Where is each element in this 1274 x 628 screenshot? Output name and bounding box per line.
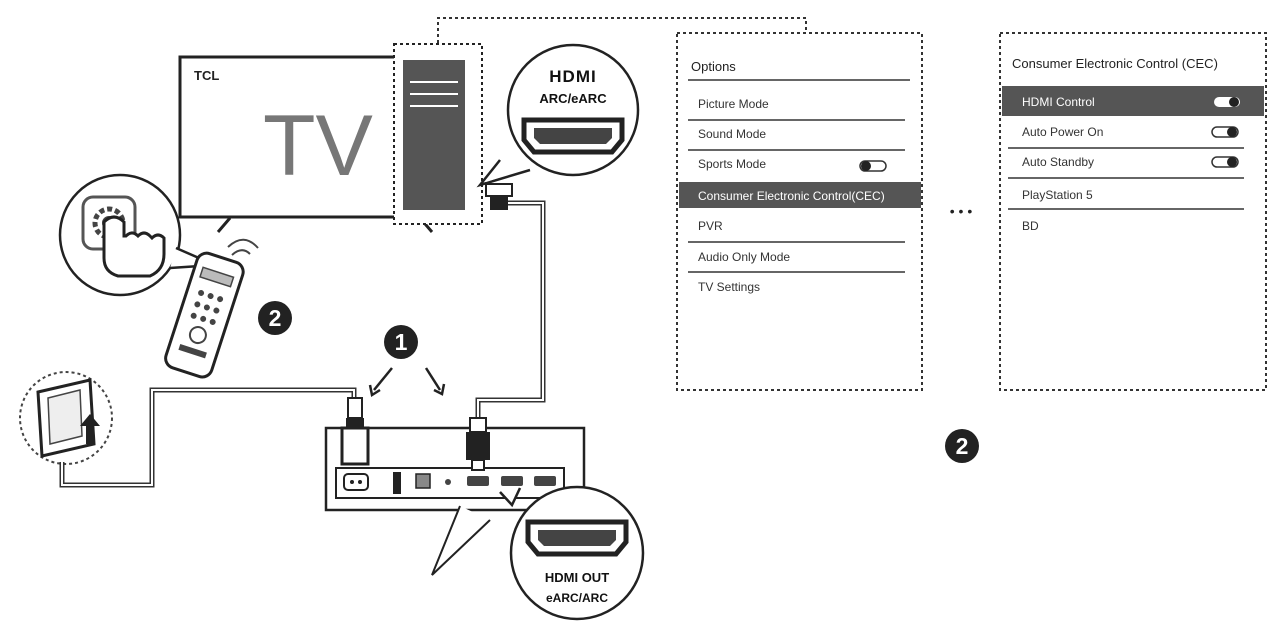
svg-text:PlayStation 5: PlayStation 5 (1022, 188, 1093, 202)
svg-text:Auto Standby: Auto Standby (1022, 155, 1094, 169)
svg-text:Audio Only Mode: Audio Only Mode (698, 250, 790, 264)
options-menu: Options Picture Mode Sound Mode Sports M… (676, 32, 923, 391)
svg-text:PVR: PVR (698, 219, 723, 233)
toggle-off-icon[interactable] (859, 160, 887, 172)
svg-text:BD: BD (1022, 219, 1039, 233)
cec-item-playstation-5[interactable]: PlayStation 5 (1008, 188, 1244, 210)
svg-text:Consumer Electronic Control(CE: Consumer Electronic Control(CEC) (698, 189, 885, 203)
arrow-up-icon (80, 414, 100, 444)
toggle-on-icon[interactable] (1211, 126, 1239, 138)
cec-item-bd[interactable]: BD (1022, 219, 1039, 233)
hdmi-out-earc-label: eARC/ARC (546, 591, 608, 605)
step-badge-2-menu: 2 (945, 429, 979, 463)
hdmi-plug-soundbar (466, 417, 490, 471)
hdmi-out-label: HDMI OUT (545, 570, 609, 585)
menu-item-picture-mode[interactable]: Picture Mode (688, 97, 905, 121)
svg-text:2: 2 (956, 433, 969, 459)
arrow-to-power-port (373, 367, 393, 391)
menu-item-sound-mode[interactable]: Sound Mode (688, 127, 905, 151)
toggle-on-icon[interactable] (1214, 97, 1240, 107)
pointing-hand-icon (102, 215, 166, 278)
menu-item-audio-only-mode[interactable]: Audio Only Mode (688, 250, 905, 273)
tv-label: TV (263, 98, 373, 194)
hdmi-port-icon-out (525, 519, 629, 557)
arrow-to-hdmi-port (424, 367, 442, 391)
options-menu-title: Options (691, 59, 736, 74)
svg-text:Sports Mode: Sports Mode (698, 157, 766, 171)
tv-brand: TCL (194, 68, 219, 83)
cec-item-auto-standby[interactable]: Auto Standby (1008, 155, 1244, 179)
svg-text:Picture Mode: Picture Mode (698, 97, 769, 111)
hdmi-plug-tv (485, 183, 513, 210)
svg-text:1: 1 (395, 329, 408, 355)
svg-text:Auto Power On: Auto Power On (1022, 125, 1103, 139)
hdmi-logo: HDMI (549, 67, 596, 86)
menu-item-tv-settings[interactable]: TV Settings (698, 280, 760, 294)
svg-text:TV Settings: TV Settings (698, 280, 760, 294)
power-outlet-icon (19, 371, 113, 465)
svg-text:2: 2 (269, 305, 282, 331)
step-badge-1: 1 (384, 325, 418, 359)
menu-item-pvr[interactable]: PVR (688, 219, 905, 243)
remote-control-icon (164, 251, 245, 379)
svg-text:Sound Mode: Sound Mode (698, 127, 766, 141)
toggle-on-icon[interactable] (1211, 156, 1239, 168)
cec-menu: Consumer Electronic Control (CEC) HDMI C… (999, 32, 1267, 391)
ellipsis: • • • (950, 203, 973, 219)
cec-item-auto-power-on[interactable]: Auto Power On (1008, 125, 1244, 149)
dotted-connector (437, 17, 807, 43)
hdmi-arc-caption: ARC/eARC (539, 91, 607, 106)
hdmi-out-bubble: HDMI OUT eARC/ARC (499, 485, 645, 621)
cec-menu-title: Consumer Electronic Control (CEC) (1012, 56, 1218, 71)
tv-set: TCL TV (178, 43, 483, 233)
menu-item-sports-mode[interactable]: Sports Mode (698, 157, 887, 172)
step-badge-2-remote: 2 (258, 301, 292, 335)
svg-text:HDMI Control: HDMI Control (1022, 95, 1095, 109)
cec-item-hdmi-control[interactable]: HDMI Control (1002, 86, 1264, 116)
remote-bubble (58, 173, 216, 297)
hdmi-port-icon (521, 117, 625, 155)
hdmi-arc-bubble: HDMI ARC/eARC (476, 43, 640, 188)
power-plug (340, 397, 370, 466)
hdmi-cable (475, 200, 546, 420)
menu-item-cec[interactable]: Consumer Electronic Control(CEC) (679, 182, 921, 208)
